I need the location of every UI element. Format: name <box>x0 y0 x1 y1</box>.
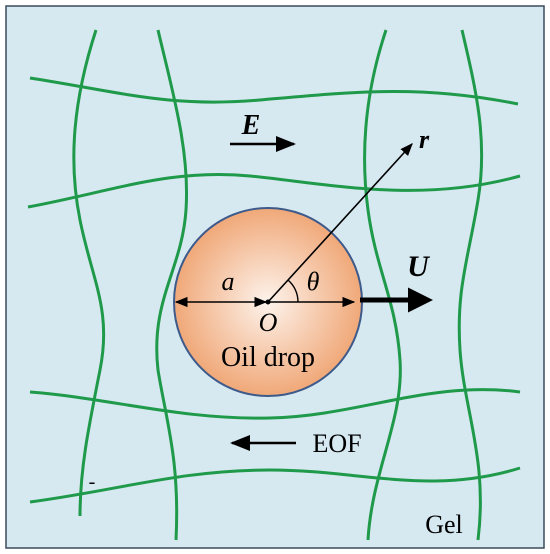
label-e: E <box>241 110 261 141</box>
label-eof: EOF <box>312 429 361 458</box>
label-gel: Gel <box>425 510 463 539</box>
label-minus: - <box>89 471 96 493</box>
label-r: r <box>419 125 430 154</box>
center-point <box>265 299 271 305</box>
fiber-horizontal-3 <box>29 388 521 420</box>
fiber-horizontal-4 <box>29 466 521 504</box>
fiber-vertical-2 <box>155 29 189 541</box>
theta-arc <box>287 279 299 303</box>
label-theta: θ <box>307 267 320 296</box>
label-oil-drop: Oil drop <box>221 342 315 373</box>
fiber-vertical-3 <box>363 29 402 541</box>
fiber-horizontal-2 <box>27 172 521 209</box>
fiber-horizontal-1 <box>29 76 519 106</box>
label-origin: O <box>259 308 278 337</box>
fiber-vertical-4 <box>457 29 484 541</box>
label-u: U <box>407 250 430 283</box>
fiber-vertical-1 <box>72 29 106 517</box>
gel-network <box>27 29 521 541</box>
r-vector-arrow <box>267 143 413 303</box>
label-a: a <box>222 267 235 296</box>
